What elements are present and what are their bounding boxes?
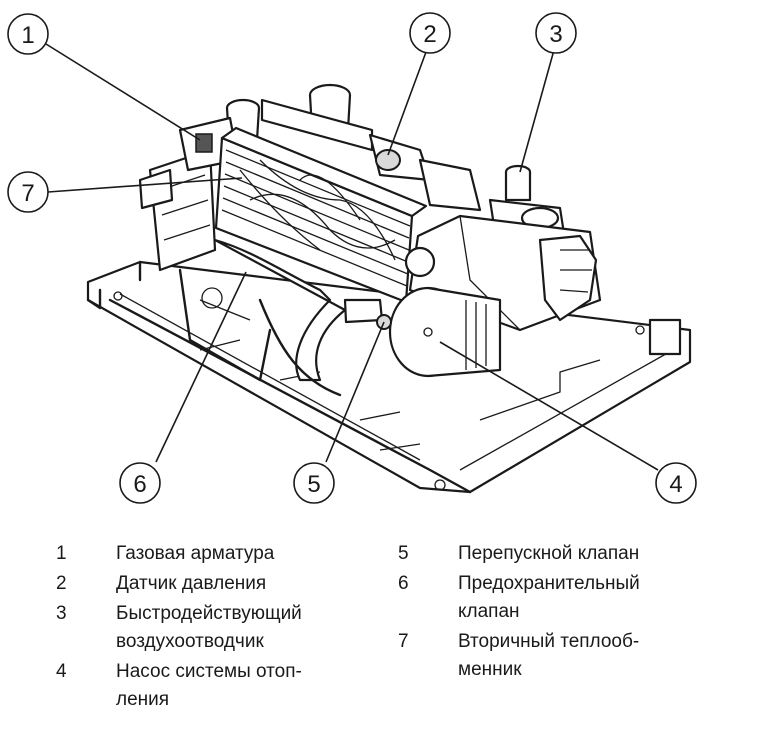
heating-pump [388,214,602,378]
left-support [138,148,272,382]
legend-item: 1 Газовая арматура [48,540,378,568]
legend-item-number: 2 [56,573,67,594]
legend-item-label: ления [116,689,170,710]
legend-item-label: воздухоотводчик [116,631,264,652]
callout-2-number: 2 [423,21,436,48]
callout-4: 4 [655,462,697,504]
legend: 1 Газовая арматура 2 Датчик давления 3 Б… [0,540,770,740]
legend-item-label: Датчик давления [116,573,267,594]
callout-5-number: 5 [307,471,320,498]
legend-item-label: Газовая арматура [116,543,275,564]
callout-2: 2 [409,12,451,54]
legend-item-label: клапан [458,601,520,622]
legend-item-label: Насос системы отоп- [116,661,302,682]
legend-item: 5 Перепускной клапан [390,540,720,568]
legend-item-label: Предохранительный [458,573,640,594]
legend-item: 4 Насос системы отоп- ления [48,658,378,714]
legend-item-number: 5 [398,543,409,564]
callout-3: 3 [535,12,577,54]
callout-7-number: 7 [21,180,34,207]
pressure-sensor [368,133,482,212]
callout-5: 5 [293,462,335,504]
callout-4-number: 4 [669,471,682,498]
callout-6-number: 6 [133,471,146,498]
legend-item-label: менник [458,659,522,680]
legend-item-label: Вторичный теплооб- [458,631,640,652]
callout-7: 7 [7,171,49,213]
boiler-assembly-drawing: 1 2 3 4 5 6 7 [7,12,697,504]
legend-item-label: Быстродействующий [116,603,302,624]
secondary-heat-exchanger [214,126,428,304]
legend-item: 7 Вторичный теплооб- менник [390,628,720,684]
legend-item: 6 Предохранительный клапан [390,570,720,626]
callout-1-number: 1 [21,22,34,49]
callout-3-number: 3 [549,21,562,48]
legend-item-number: 7 [398,631,409,652]
legend-item-number: 1 [56,543,67,564]
legend-column-right: 5 Перепускной клапан 6 Предохранительный… [390,540,720,686]
legend-item: 2 Датчик давления [48,570,378,598]
legend-item-number: 4 [56,661,67,682]
legend-item-number: 3 [56,603,67,624]
legend-item-label: Перепускной клапан [458,543,640,564]
callout-6: 6 [119,462,161,504]
legend-item-number: 6 [398,573,409,594]
callout-1: 1 [7,13,49,55]
leader-lines [45,43,659,471]
legend-item: 3 Быстродействующий воздухоотводчик [48,600,378,656]
legend-column-left: 1 Газовая арматура 2 Датчик давления 3 Б… [48,540,378,716]
pipework [213,238,384,397]
